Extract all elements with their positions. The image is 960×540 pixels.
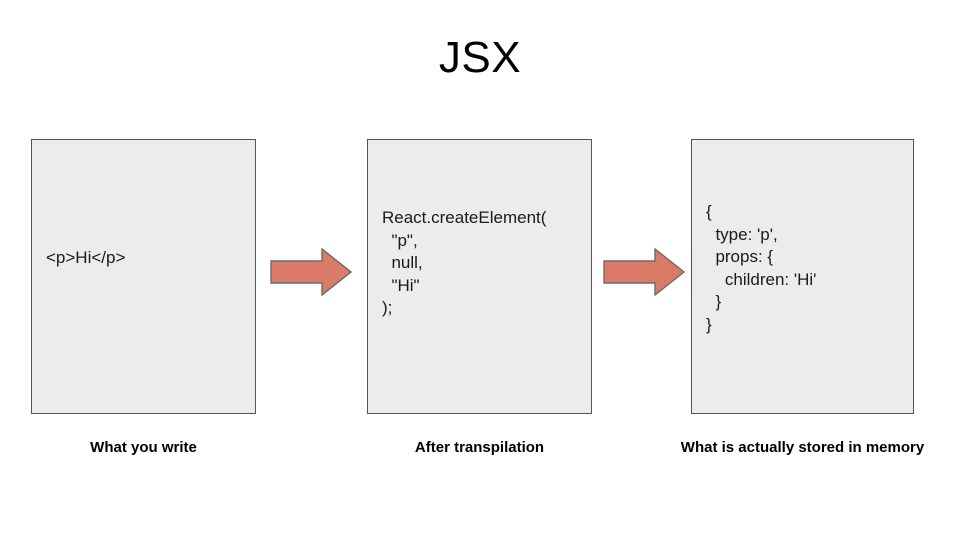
code-line: ); bbox=[382, 298, 393, 317]
arrow-right-icon bbox=[603, 248, 685, 296]
code-line: null, bbox=[382, 253, 423, 272]
code-line: <p>Hi</p> bbox=[46, 248, 126, 267]
code-snippet-1: <p>Hi</p> bbox=[46, 247, 125, 270]
arrow-right-icon bbox=[270, 248, 352, 296]
code-box-2 bbox=[367, 139, 592, 414]
stage-stored-in-memory: { type: 'p', props: { children: 'Hi' }} bbox=[691, 139, 914, 414]
code-box-3 bbox=[691, 139, 914, 414]
page-title: JSX bbox=[438, 33, 522, 82]
code-box-1 bbox=[31, 139, 256, 414]
code-line: children: 'Hi' bbox=[706, 269, 817, 289]
code-line: "p", bbox=[382, 230, 418, 250]
code-line: type: 'p', bbox=[706, 224, 778, 244]
code-snippet-2: React.createElement( "p", null, "Hi"); bbox=[382, 207, 546, 320]
code-line: } bbox=[706, 292, 722, 311]
code-line: props: { bbox=[706, 247, 774, 266]
code-line: { bbox=[706, 202, 712, 221]
stage-caption-3: What is actually stored in memory bbox=[680, 439, 925, 456]
code-snippet-3: { type: 'p', props: { children: 'Hi' }} bbox=[706, 201, 816, 336]
code-line: "Hi" bbox=[382, 275, 420, 295]
code-line: React.createElement( bbox=[382, 208, 547, 227]
stage-what-you-write: <p>Hi</p> bbox=[31, 139, 256, 414]
stage-caption-2: After transpilation bbox=[414, 439, 545, 456]
stage-after-transpilation: React.createElement( "p", null, "Hi"); bbox=[367, 139, 592, 414]
stage-caption-1: What you write bbox=[90, 439, 197, 456]
code-line: } bbox=[706, 314, 712, 334]
